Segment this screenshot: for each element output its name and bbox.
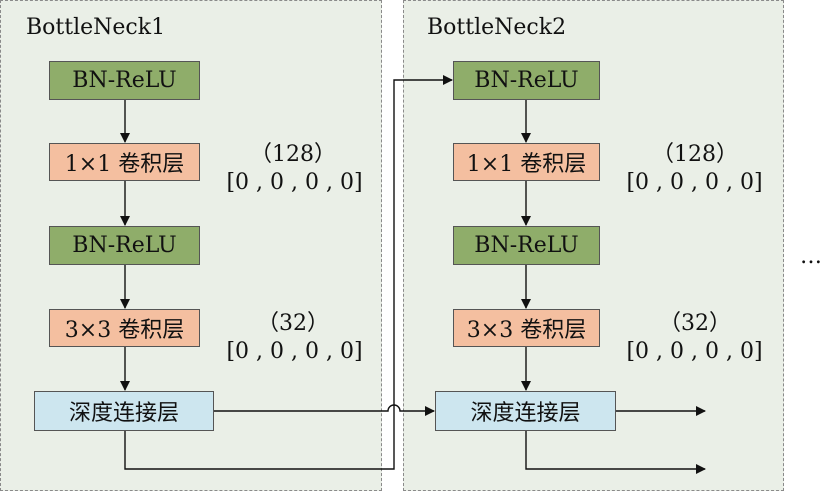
b2-conv-1x1: 1×1 卷积层 <box>453 143 600 181</box>
b1-conv1-padding: [0 , 0 , 0 , 0] <box>226 170 363 195</box>
b2-conv1-padding: [0 , 0 , 0 , 0] <box>626 170 763 195</box>
b1-bn-relu-2: BN-ReLU <box>49 226 200 265</box>
b2-bn-relu-2: BN-ReLU <box>453 226 600 265</box>
b1-conv-1x1: 1×1 卷积层 <box>49 143 200 181</box>
continuation-ellipsis: … <box>800 244 822 269</box>
b1-bn-relu-1: BN-ReLU <box>49 61 200 100</box>
bottleneck1-title: BottleNeck1 <box>26 15 166 40</box>
b1-conv1-channels: （128） <box>250 142 336 167</box>
b2-conv3-channels: （32） <box>659 311 731 336</box>
arrow-b1-concat-b2-concat <box>214 404 435 416</box>
b2-conv1-channels: （128） <box>652 142 738 167</box>
b2-conv3-padding: [0 , 0 , 0 , 0] <box>626 339 763 364</box>
arrow-b2-bypass-output <box>525 431 706 474</box>
b2-concat: 深度连接层 <box>435 391 616 431</box>
b1-conv-3x3: 3×3 卷积层 <box>49 309 200 347</box>
b2-conv-3x3: 3×3 卷积层 <box>453 309 600 347</box>
b2-bn-relu-1: BN-ReLU <box>453 61 600 100</box>
b1-concat: 深度连接层 <box>34 391 214 431</box>
b1-conv3-padding: [0 , 0 , 0 , 0] <box>226 339 363 364</box>
b1-conv3-channels: （32） <box>257 311 329 336</box>
bottleneck2-title: BottleNeck2 <box>427 15 567 40</box>
arrow-b1-concat-b2-input <box>124 75 453 470</box>
